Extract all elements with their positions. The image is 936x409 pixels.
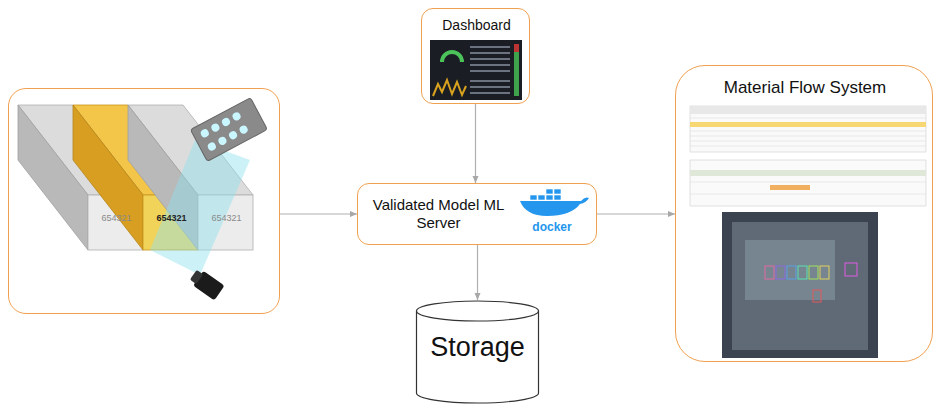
mfs-screenshot xyxy=(690,106,926,358)
flow-arrow xyxy=(475,104,476,183)
beam-number: 654321 xyxy=(199,213,254,224)
camera-station-box: 654321654321654321 xyxy=(8,88,280,314)
light-illustration xyxy=(150,98,267,301)
node-title: Material Flow System xyxy=(676,78,934,98)
docker-logo xyxy=(520,189,589,216)
beam-number: 654321 xyxy=(89,213,144,224)
node-title: Storage xyxy=(415,331,540,363)
dashboard-box: Dashboard xyxy=(421,8,530,104)
ml-server-box: Validated Model ML Server docker xyxy=(357,183,597,245)
node-title: Validated Model ML Server xyxy=(366,196,511,232)
docker-wordmark: docker xyxy=(518,220,586,234)
flow-arrow xyxy=(477,245,478,300)
flow-arrow xyxy=(597,213,675,214)
material-flow-box: Material Flow System xyxy=(675,65,933,362)
dashboard-screenshot xyxy=(430,40,522,100)
flow-arrow xyxy=(280,213,357,214)
beam-number: 654321 xyxy=(144,213,199,224)
node-title: Dashboard xyxy=(422,17,531,34)
storage-cylinder: Storage xyxy=(415,300,540,405)
